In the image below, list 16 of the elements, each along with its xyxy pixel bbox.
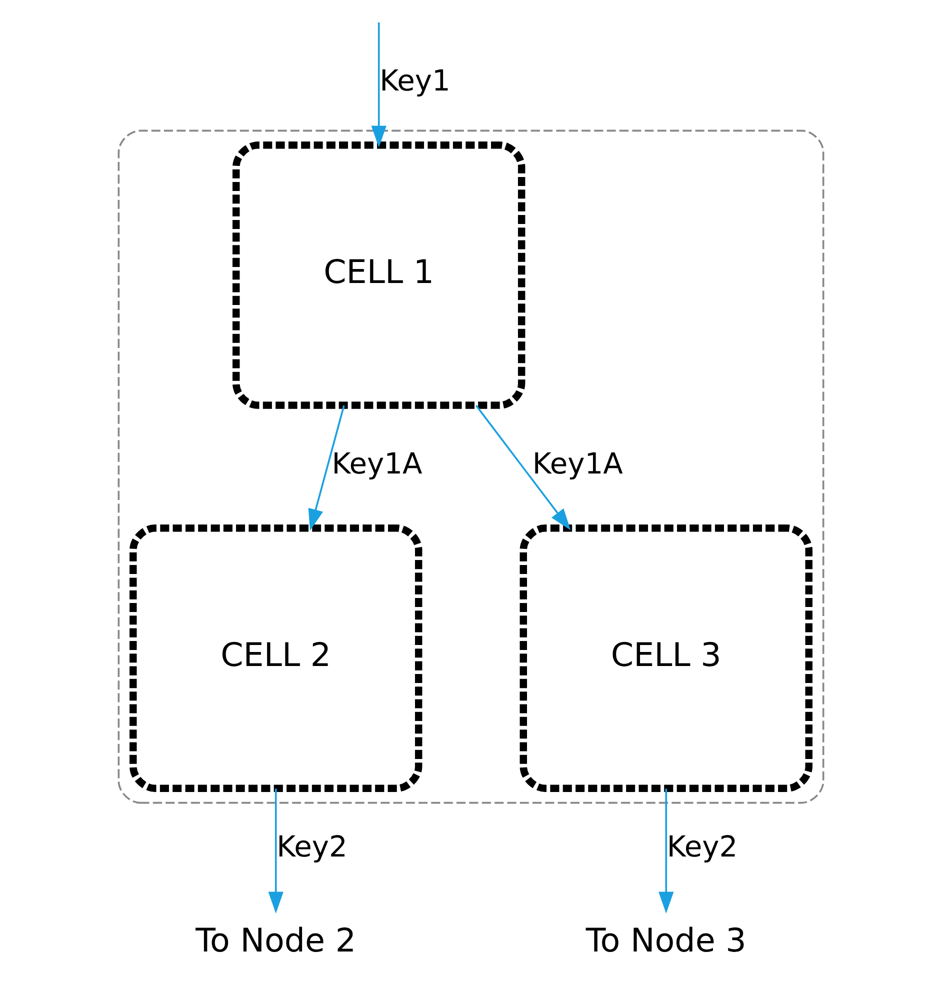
edge-label: Key1A [532,446,622,481]
edge-label: Key2 [666,830,738,864]
arrow [474,404,570,530]
edge-label: Key2 [276,830,347,864]
arrow [658,788,674,914]
node-box: CELL 3 [519,524,812,792]
arrow [268,788,283,914]
edge-label: Key1A [331,446,422,481]
cluster [117,130,824,804]
node-box: CELL 1 [232,142,525,409]
arrow [370,22,386,148]
edge-label: Key1 [379,64,450,98]
arrow [308,405,344,531]
node-text: To Node 3 [585,922,746,960]
node-box: CELL 2 [129,524,422,792]
node-text: To Node 2 [195,922,356,960]
